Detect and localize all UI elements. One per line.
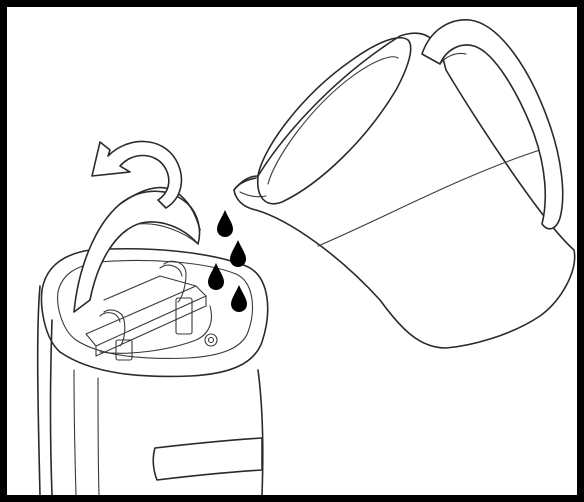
water-drop-icon <box>231 285 247 312</box>
water-drops <box>208 210 247 312</box>
water-drop-icon <box>217 210 233 237</box>
open-lid-icon <box>74 188 200 312</box>
water-drop-icon <box>230 240 246 267</box>
kettle-icon <box>38 249 268 495</box>
water-pitcher-icon <box>234 20 575 348</box>
